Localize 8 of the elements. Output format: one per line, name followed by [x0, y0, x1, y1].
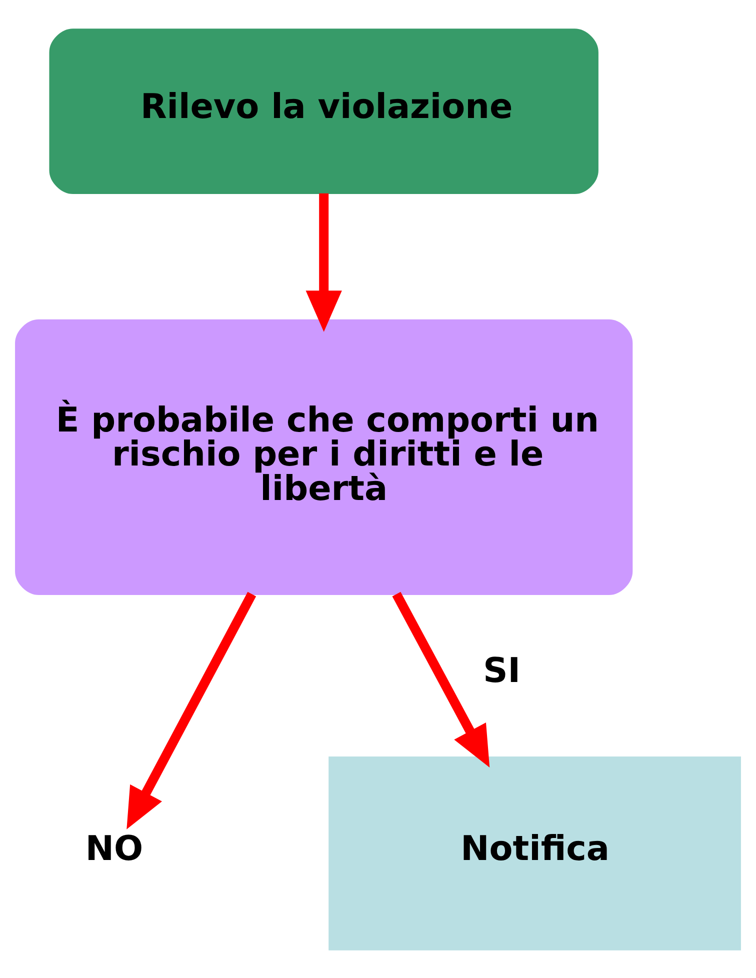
- node-text: NO: [85, 828, 144, 868]
- node-box: Rilevo la violazione: [49, 28, 598, 194]
- arrow: [306, 192, 342, 332]
- node-box: È probabile che comporti un rischio per i diritti e le libertà: [15, 318, 633, 594]
- node-box: Notifica: [328, 756, 741, 950]
- arrow: [392, 591, 490, 767]
- edge-label: SI: [483, 650, 520, 691]
- arrow: [126, 591, 256, 829]
